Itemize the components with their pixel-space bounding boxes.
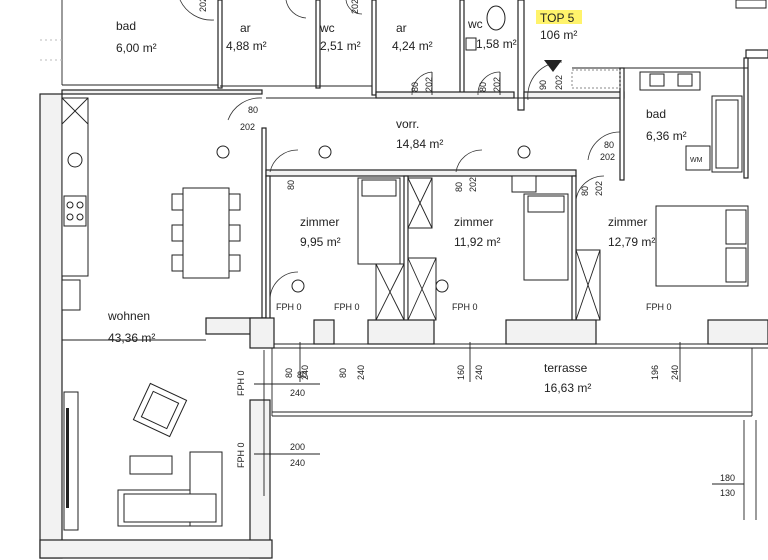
- entrance-marker-icon: [544, 60, 562, 72]
- door-dim-202-e: 202: [554, 75, 564, 90]
- door-dim-202-f: 202: [600, 152, 615, 162]
- fph-6: FPH 0: [236, 442, 246, 468]
- door-dim-80-a: 80: [248, 105, 258, 115]
- door-dim-202-c: 202: [424, 77, 434, 92]
- dim-240-w: 240: [290, 388, 305, 398]
- ceiling-light-icon: [517, 145, 531, 159]
- dim-80-w: 80: [297, 370, 307, 380]
- ar2-area: 4,24 m²: [392, 39, 433, 53]
- wc2-area: 1,58 m²: [476, 37, 517, 51]
- ceiling-light-icon: [291, 279, 305, 293]
- door-dim-202-a2: 202: [240, 122, 255, 132]
- zimmer2-area: 11,92 m²: [454, 235, 500, 249]
- fph-4: FPH 0: [646, 302, 672, 312]
- wc1-name: wc: [319, 21, 335, 35]
- fph-5: FPH 0: [236, 370, 246, 396]
- door-dim-80-t2: 80: [338, 368, 348, 378]
- unit-name: TOP 5: [540, 11, 575, 25]
- terrasse-name: terrasse: [544, 361, 588, 375]
- door-dim-80-h: 80: [580, 186, 590, 196]
- fph-3: FPH 0: [452, 302, 478, 312]
- bad-name: bad: [646, 107, 666, 121]
- unit-area: 106 m²: [540, 28, 577, 42]
- wc1-area: 2,51 m²: [320, 39, 361, 53]
- fph-2: FPH 0: [334, 302, 360, 312]
- door-dim-80-e: 80: [604, 140, 614, 150]
- bad-area: 6,36 m²: [646, 129, 687, 143]
- door-dim-240-t2: 240: [356, 365, 366, 380]
- ceiling-light-icon: [216, 145, 230, 159]
- wohnen-area: 43,36 m²: [108, 331, 155, 345]
- door-dim-80-d: 80: [478, 82, 488, 92]
- door-dim-160: 160: [456, 365, 466, 380]
- door-dim-80-t1: 80: [284, 368, 294, 378]
- washing-machine-label: WM: [690, 157, 703, 164]
- ar1-area: 4,88 m²: [226, 39, 267, 53]
- terrace: 80 240 80 240 160 240 196 240 FPH 0 FPH …: [236, 317, 768, 520]
- living-area: 80 202 wohnen 43,36 m²: [39, 93, 271, 559]
- unit-label: TOP 5 106 m²: [536, 10, 582, 72]
- door-dim-202-h: 202: [594, 181, 604, 196]
- zimmer3-name: zimmer: [608, 215, 647, 229]
- bedroom-1: zimmer 9,95 m² FPH 0 FPH 0: [265, 175, 433, 325]
- ar2-name: ar: [396, 21, 407, 35]
- bad-top-name: bad: [116, 19, 136, 33]
- bathroom: WM bad 6,36 m² 80 202: [571, 57, 749, 181]
- bedroom-3: 80 202 zimmer 12,79 m² FPH 0: [575, 175, 749, 321]
- wc2-name: wc: [467, 17, 483, 31]
- dim-130: 130: [720, 488, 735, 498]
- zimmer1-name: zimmer: [300, 215, 339, 229]
- zimmer3-area: 12,79 m²: [608, 235, 655, 249]
- door-dim-240-t4: 240: [670, 365, 680, 380]
- door-dim-80-f: 80: [286, 180, 296, 190]
- ceiling-light-icon: [435, 279, 449, 293]
- dim-180: 180: [720, 473, 735, 483]
- corridor: 80 vorr. 14,84 m²: [265, 97, 620, 190]
- zimmer1-area: 9,95 m²: [300, 235, 341, 249]
- terrasse-area: 16,63 m²: [544, 381, 591, 395]
- door-dim-240-t3: 240: [474, 365, 484, 380]
- door-dim-80-c: 80: [410, 82, 420, 92]
- door-dim-202-g: 202: [468, 177, 478, 192]
- dim-200-w: 200: [290, 442, 305, 452]
- door-dim-196: 196: [650, 365, 660, 380]
- door-dim-80-g: 80: [454, 182, 464, 192]
- dim-240-w2: 240: [290, 458, 305, 468]
- zimmer2-name: zimmer: [454, 215, 493, 229]
- door-dim-90: 90: [538, 80, 548, 90]
- door-dim-202-a: 202: [198, 0, 208, 12]
- door-dim-240-t1: 240: [300, 365, 310, 380]
- wohnen-name: wohnen: [107, 309, 150, 323]
- vorr-name: vorr.: [396, 117, 419, 131]
- ar1-name: ar: [240, 21, 251, 35]
- vorr-area: 14,84 m²: [396, 137, 443, 151]
- door-dim-202-d: 202: [492, 77, 502, 92]
- ceiling-light-icon: [318, 145, 332, 159]
- door-dim-202-b: 202: [350, 0, 360, 14]
- fph-1: FPH 0: [276, 302, 302, 312]
- bad-top-area: 6,00 m²: [116, 41, 157, 55]
